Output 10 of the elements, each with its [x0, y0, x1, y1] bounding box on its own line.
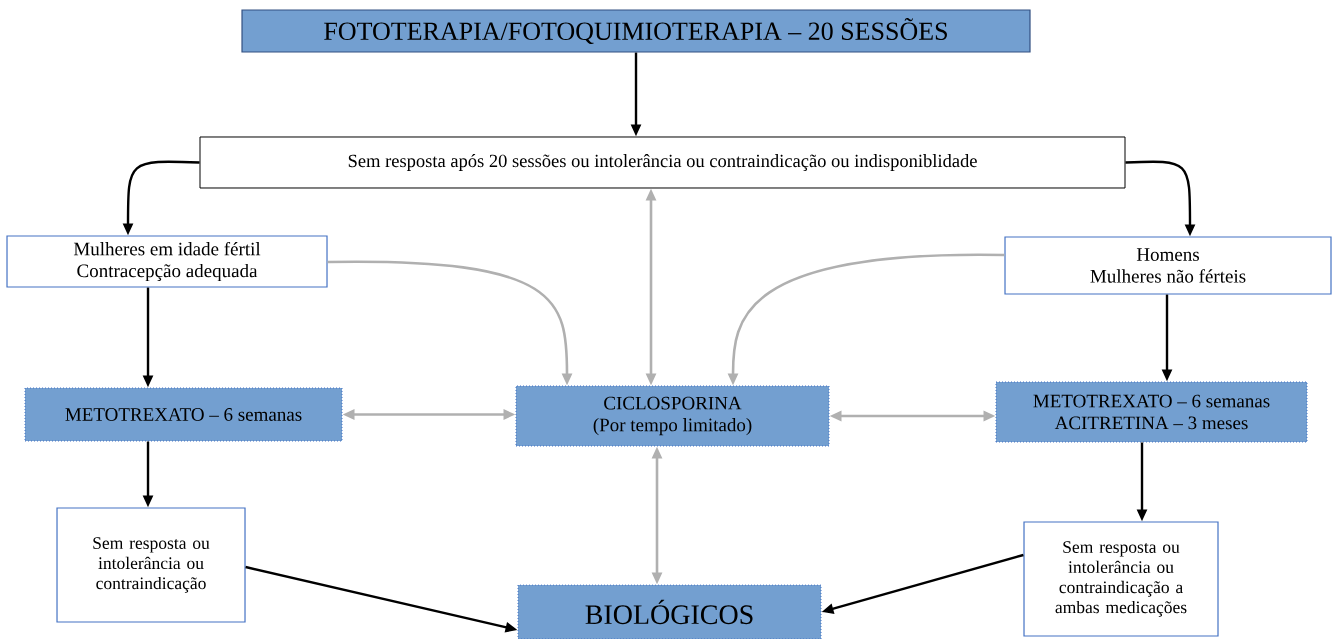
title-box: FOTOTERAPIA/FOTOQUIMIOTERAPIA – 20 SESSÕES: [241, 9, 1031, 53]
treatment-box: CICLOSPORINA (Por tempo limitado): [515, 385, 830, 447]
condition-box: Sem resposta após 20 sessões ou intolerância ou contraindicação ou indisponiblidade: [199, 136, 1126, 189]
patient-group-box: Mulheres em idade fértil Contracepção adequada: [6, 235, 328, 288]
treatment-box: METOTREXATO – 6 semanas: [24, 387, 343, 442]
condition-box: Sem resposta ou intolerância ou contraindicação: [56, 507, 246, 623]
condition-box: Sem resposta ou intolerância ou contraindicação a ambas medicações: [1023, 521, 1219, 637]
treatment-box: BIOLÓGICOS: [517, 584, 822, 639]
patient-group-box: Homens Mulheres não férteis: [1004, 236, 1332, 295]
treatment-box: METOTREXATO – 6 semanas ACITRETINA – 3 meses: [995, 381, 1308, 443]
